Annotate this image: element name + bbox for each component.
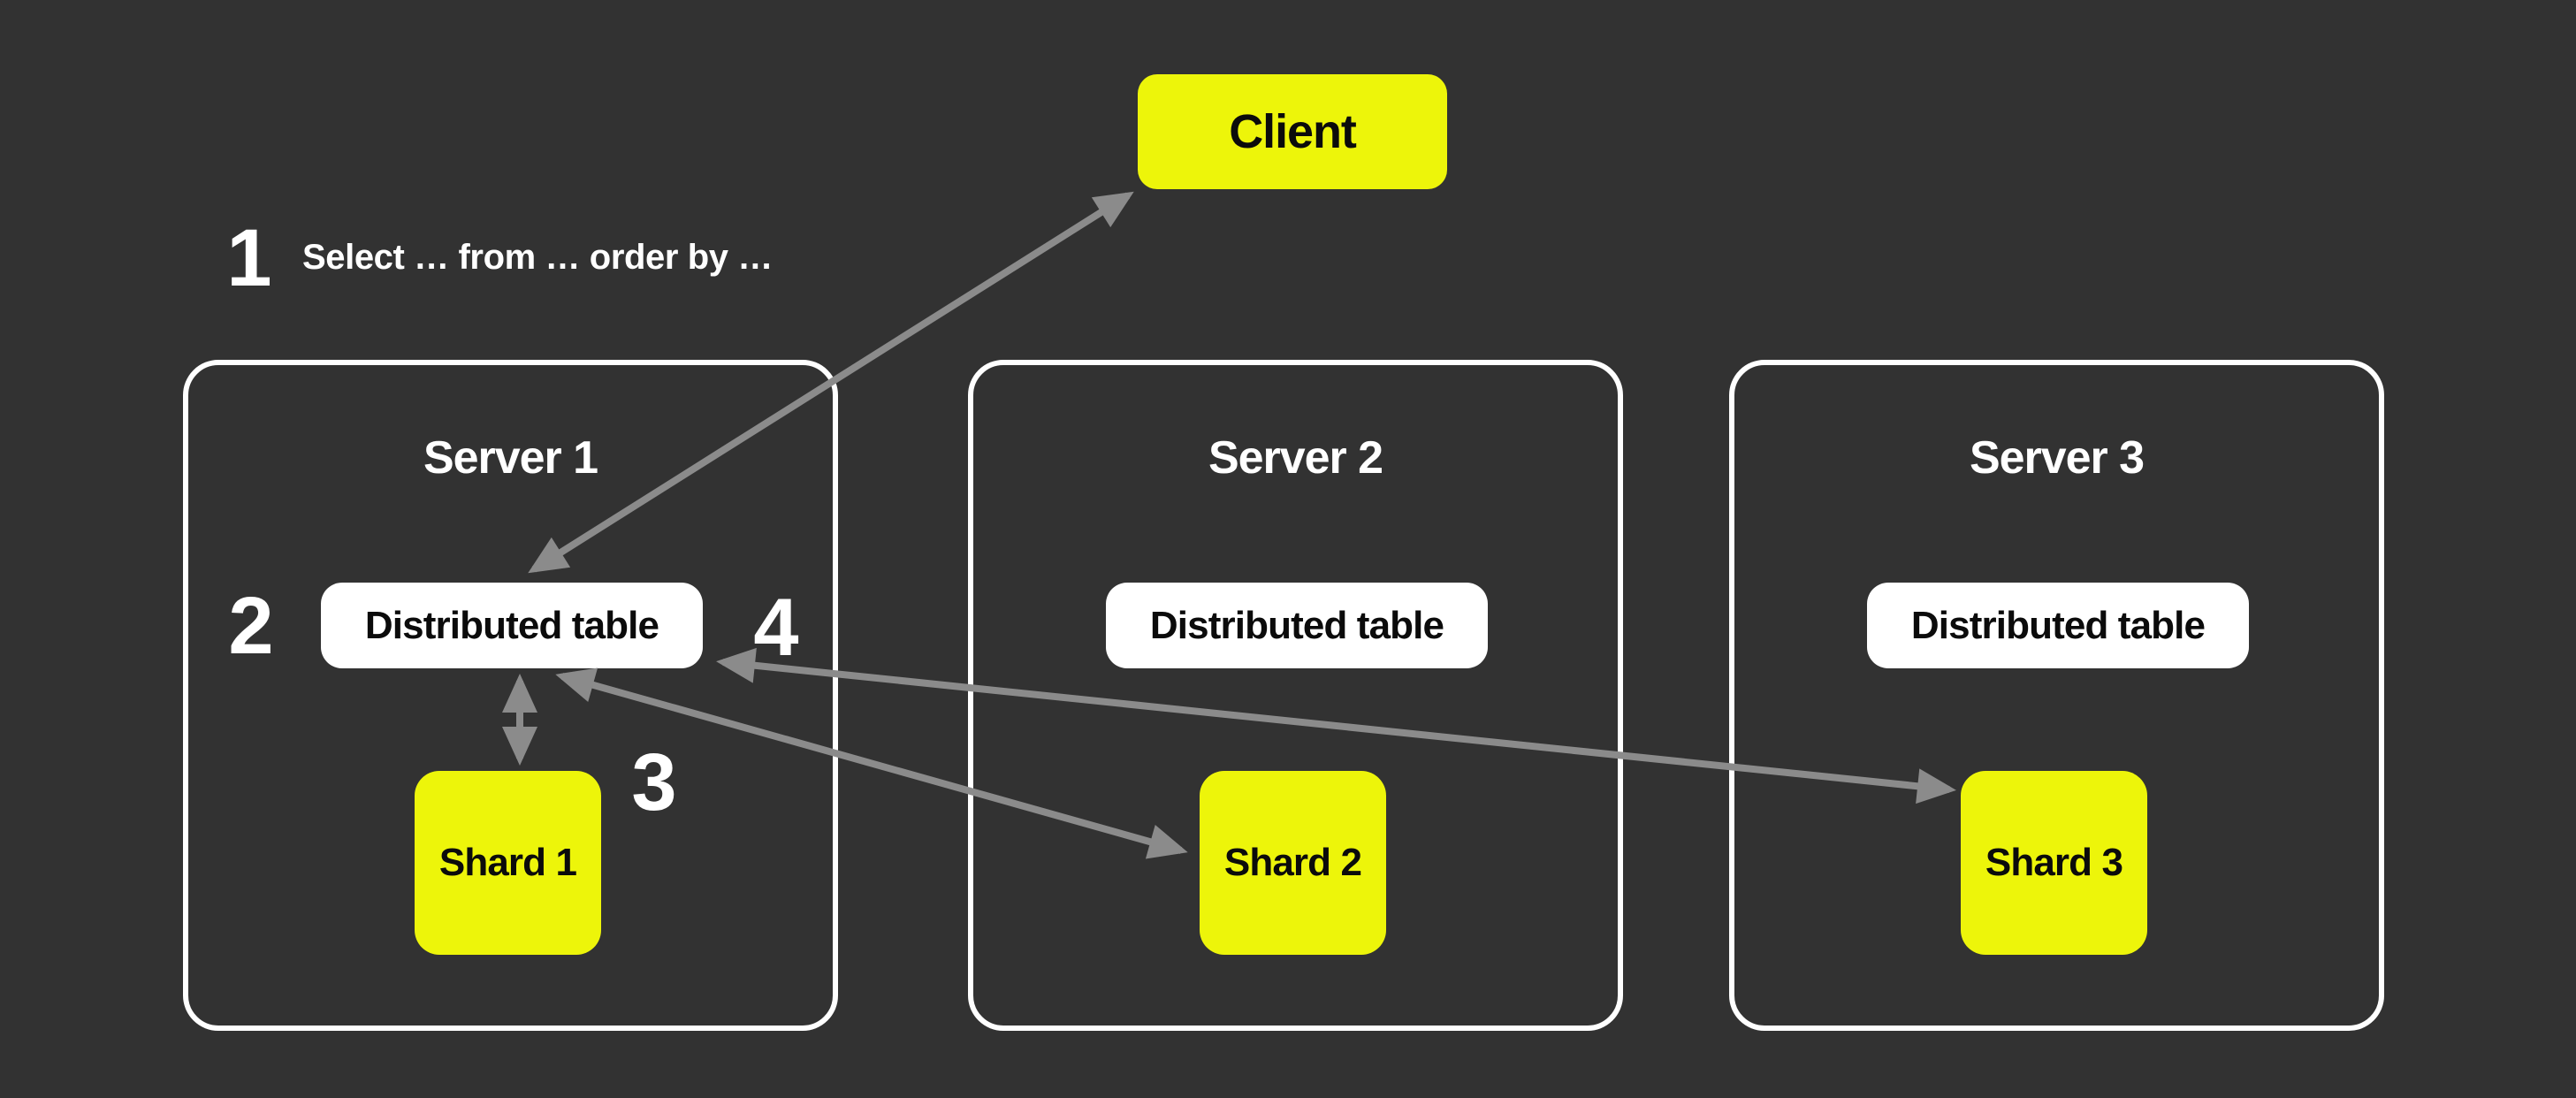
- server-2-box: Server 2 Distributed table Shard 2: [968, 360, 1623, 1031]
- server-2-title: Server 2: [1208, 432, 1383, 484]
- server-3-shard: Shard 3: [1961, 771, 2147, 955]
- server-1-shard-label: Shard 1: [438, 841, 577, 884]
- step-2-number: 2: [228, 581, 274, 671]
- server-1-distributed-table: Distributed table: [321, 583, 703, 668]
- server-1-distributed-table-label: Distributed table: [364, 603, 659, 647]
- server-3-shard-label: Shard 3: [1985, 841, 2123, 884]
- step-1-number: 1: [226, 213, 272, 303]
- server-1-shard: Shard 1: [415, 771, 601, 955]
- server-2-distributed-table: Distributed table: [1106, 583, 1488, 668]
- server-3-distributed-table-label: Distributed table: [1910, 603, 2206, 647]
- server-1-box: Server 1 Distributed table Shard 1: [183, 360, 838, 1031]
- client-box: Client: [1138, 74, 1447, 189]
- client-label: Client: [1229, 105, 1357, 158]
- server-3-box: Server 3 Distributed table Shard 3: [1729, 360, 2384, 1031]
- server-3-title: Server 3: [1970, 432, 2145, 484]
- server-1-title: Server 1: [423, 432, 598, 484]
- server-3-distributed-table: Distributed table: [1867, 583, 2249, 668]
- step-1-label: Select … from … order by …: [302, 238, 773, 277]
- server-2-shard-label: Shard 2: [1223, 841, 1362, 884]
- server-2-distributed-table-label: Distributed table: [1149, 603, 1444, 647]
- server-2-shard: Shard 2: [1200, 771, 1386, 955]
